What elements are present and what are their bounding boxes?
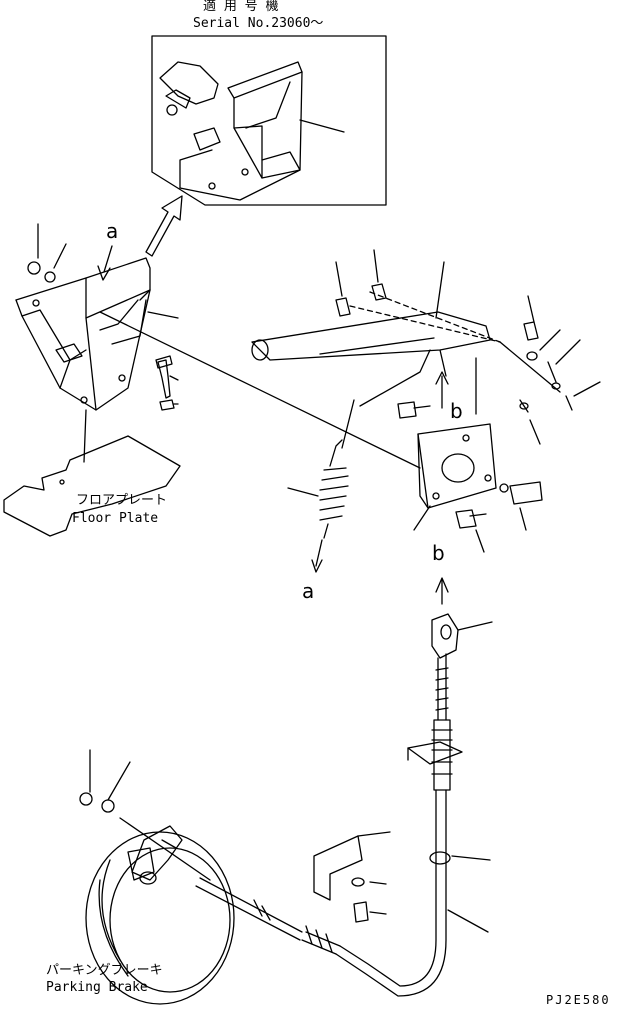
inset-title-jp: 適 用 号 機 bbox=[203, 0, 278, 14]
inset-arrow bbox=[145, 195, 183, 257]
floor-plate-en: Floor Plate bbox=[72, 511, 158, 526]
left-bracket-assembly: a bbox=[15, 219, 421, 469]
parking-brake-drum: パーキングブレーキ Parking Brake bbox=[46, 749, 235, 1005]
callout-a-top: a bbox=[106, 219, 118, 243]
callout-b-top: b bbox=[450, 399, 463, 423]
return-spring bbox=[319, 439, 349, 539]
callout-b-bottom: b bbox=[432, 541, 445, 565]
floor-plate-jp: フロアプレート bbox=[76, 493, 167, 508]
parking-lever-assembly: b a bbox=[251, 249, 601, 603]
floor-plate: フロアプレート Floor Plate bbox=[3, 435, 181, 537]
parking-brake-en: Parking Brake bbox=[46, 980, 148, 995]
inset-bracket-drawing bbox=[159, 61, 345, 201]
inset-serial: Serial No.23060～ bbox=[193, 16, 323, 31]
drawing-code: PJ2E580 bbox=[546, 993, 611, 1007]
brake-cable-assembly: b bbox=[195, 541, 493, 997]
parking-brake-jp: パーキングブレーキ bbox=[46, 962, 163, 978]
callout-a-bottom: a bbox=[302, 579, 314, 603]
serial-inset: 適 用 号 機 Serial No.23060～ bbox=[151, 0, 387, 206]
